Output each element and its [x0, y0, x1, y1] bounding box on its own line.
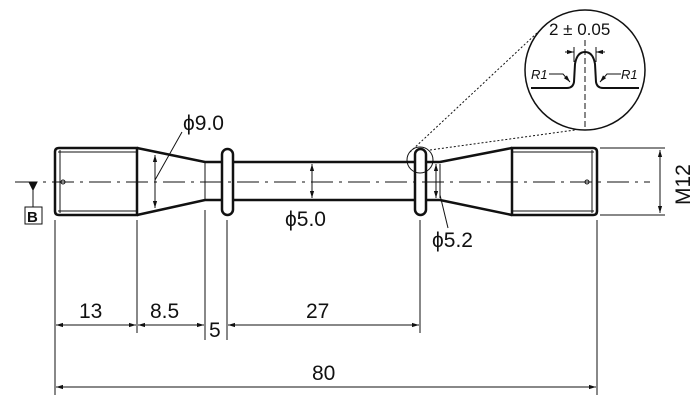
length-gauge-label: 27	[306, 300, 329, 323]
length-grip-label: 13	[79, 300, 102, 323]
diameter-collar-label: ϕ5.2	[432, 229, 473, 252]
datum-label: B	[27, 209, 38, 226]
detail-circle	[524, 9, 646, 131]
detail-radius-left: R1	[531, 67, 548, 82]
detail-width-label: 2 ± 0.05	[549, 20, 610, 39]
length-shoulder-label: 5	[209, 319, 221, 342]
left-collar	[220, 147, 235, 217]
detail-radius-right: R1	[621, 67, 638, 82]
right-grip	[510, 146, 599, 217]
right-collar	[413, 147, 428, 217]
length-total-label: 80	[312, 362, 335, 385]
datum-box	[24, 206, 43, 225]
diameter-taper-label: ϕ9.0	[183, 112, 224, 135]
length-taper-label: 8.5	[150, 300, 179, 323]
gauge-section	[233, 160, 415, 202]
left-grip	[53, 146, 139, 217]
thread-label: M12	[672, 164, 695, 205]
right-taper	[426, 146, 513, 217]
diameter-gauge-label: ϕ5.0	[285, 208, 326, 231]
detail-marker-circle	[406, 146, 434, 174]
